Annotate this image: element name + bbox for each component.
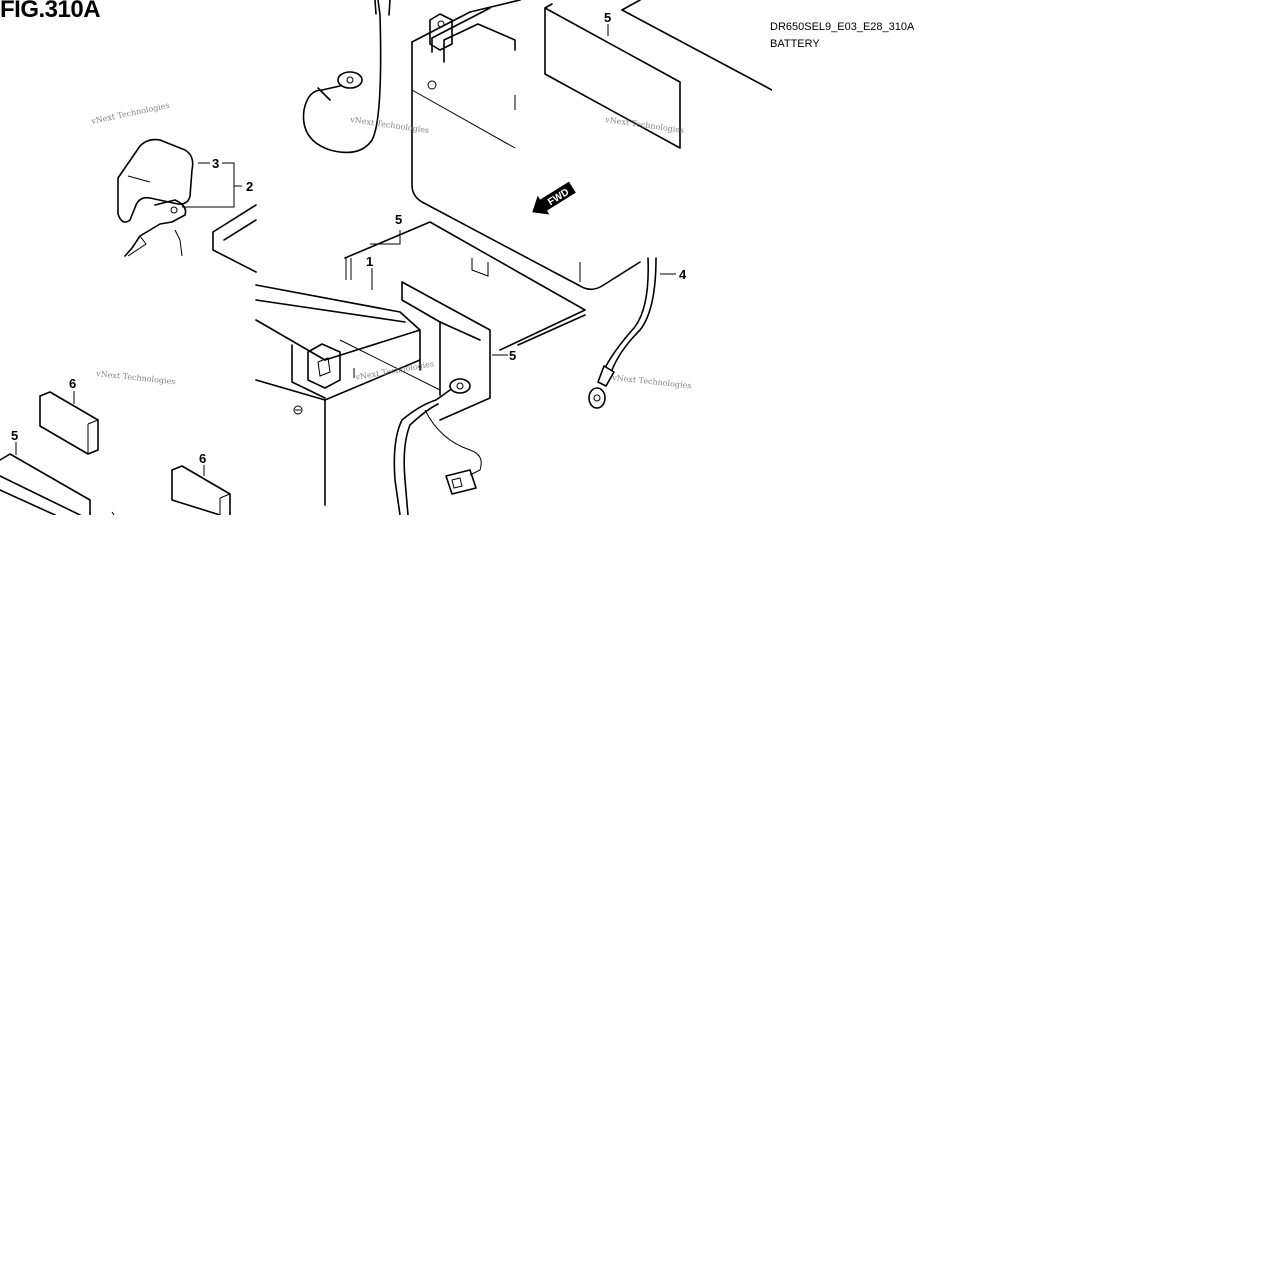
- watermark: vNext Technologies: [90, 101, 171, 127]
- middle-pad-5: [344, 221, 586, 351]
- upper-battery: [411, 0, 641, 291]
- callout-2: 2: [246, 179, 253, 194]
- terminal-bracket-2: [124, 199, 187, 257]
- fwd-arrow-icon: FWD: [532, 181, 576, 215]
- watermark: vNext Technologies: [611, 373, 692, 390]
- watermark: vNext Technologies: [604, 115, 685, 135]
- callout-numbers: 3 2 5 5 1 4 5 6 5 6: [11, 10, 687, 466]
- callout-3: 3: [212, 156, 219, 171]
- watermark: vNext Technologies: [95, 369, 176, 386]
- right-cable-4: [588, 257, 657, 409]
- callout-4: 4: [679, 267, 687, 282]
- callout-5-top: 5: [604, 10, 611, 25]
- figure-code: DR650SEL9_E03_E28_310A: [770, 21, 915, 33]
- callout-6-left: 6: [69, 376, 76, 391]
- callout-5-middle: 5: [395, 212, 402, 227]
- battery-1: [212, 204, 421, 506]
- side-holder-5: [401, 281, 491, 421]
- callout-5-right: 5: [509, 348, 516, 363]
- callout-6-right: 6: [199, 451, 206, 466]
- callout-1: 1: [366, 254, 373, 269]
- callout-5-left: 5: [11, 428, 18, 443]
- watermark: vNext Technologies: [349, 115, 430, 135]
- upper-cable: [302, 0, 391, 154]
- figure-title: FIG.310A: [0, 0, 101, 23]
- spacer-6-left: [39, 391, 99, 455]
- watermarks: vNext Technologies vNext Technologies vN…: [90, 101, 692, 391]
- terminal-cover-3: [117, 138, 194, 223]
- lower-cable: [339, 339, 482, 515]
- lower-left-pad-5: [0, 453, 115, 515]
- upper-pad-5: [544, 0, 772, 149]
- leader-lines: [15, 24, 676, 476]
- figure-caption: BATTERY: [770, 38, 820, 50]
- spacer-6-right: [171, 465, 231, 515]
- watermark: vNext Technologies: [354, 359, 435, 382]
